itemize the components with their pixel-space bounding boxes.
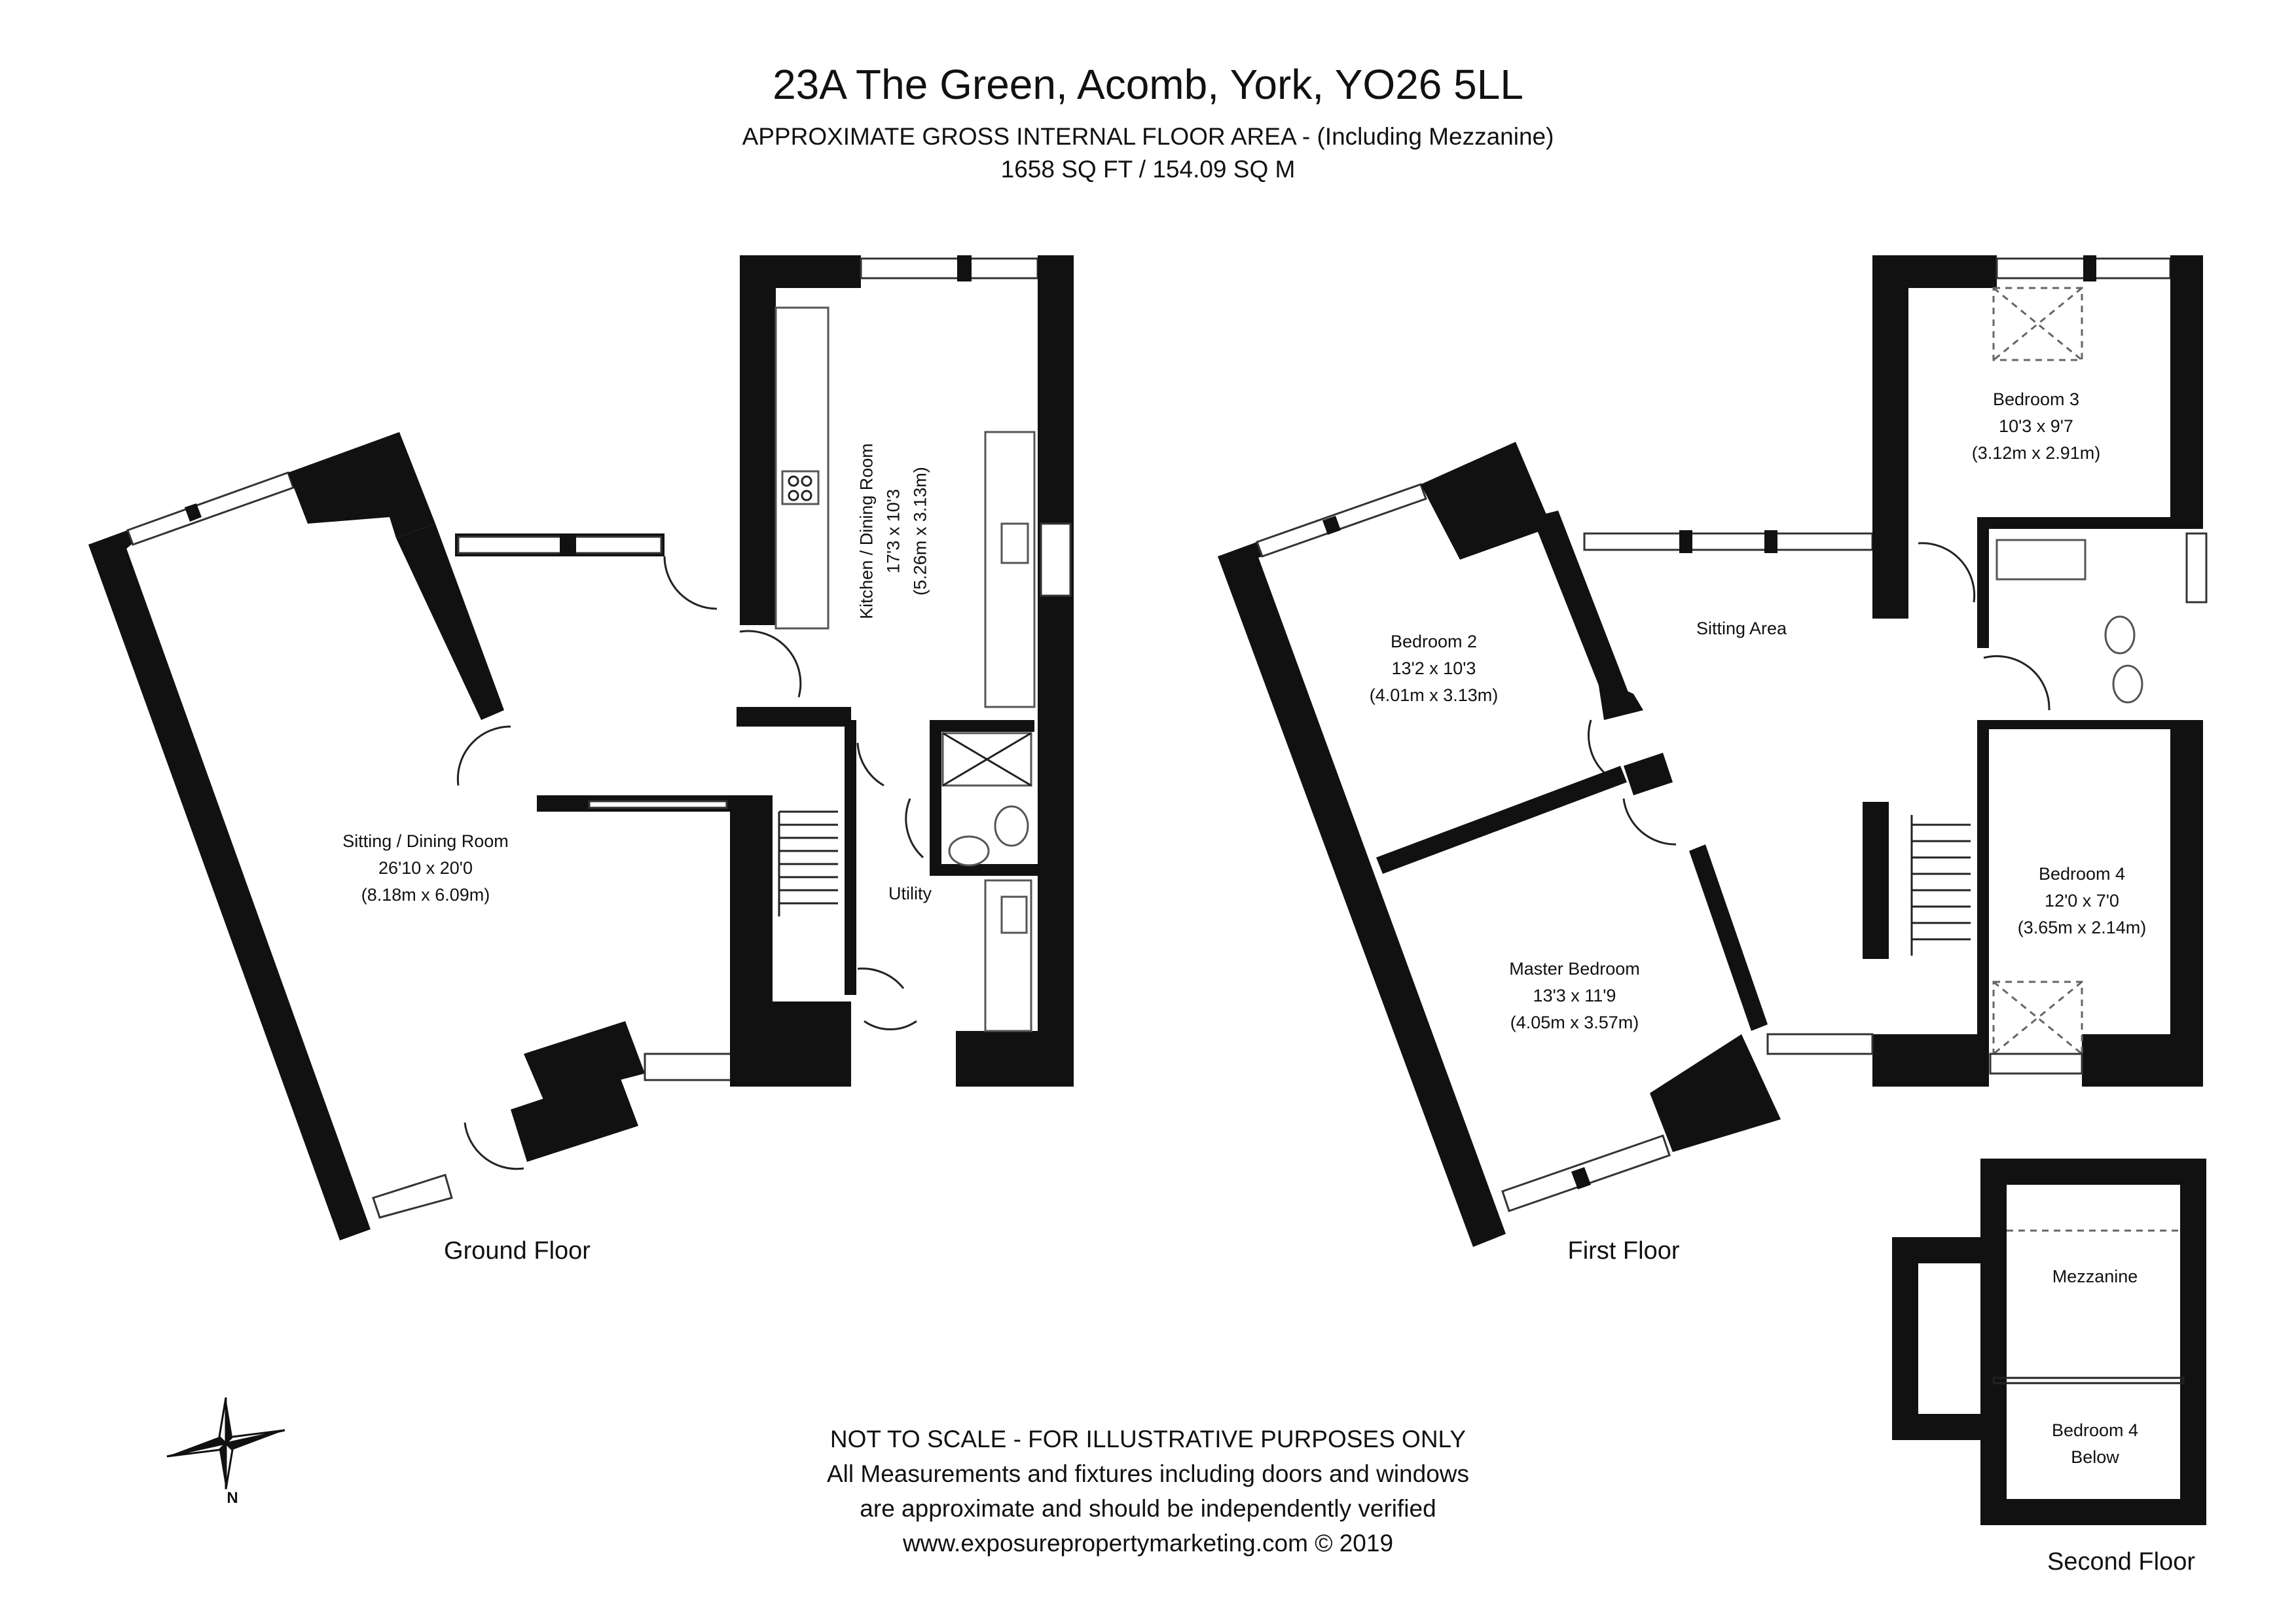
room-name: Bedroom 4	[2051, 1420, 2139, 1440]
room-size-metric: (4.01m x 3.13m)	[1369, 685, 1499, 705]
page-title: 23A The Green, Acomb, York, YO26 5LL	[773, 61, 1523, 108]
disclaimer-line-3: are approximate and should be independen…	[860, 1495, 1436, 1522]
room-name: Bedroom 2	[1390, 632, 1478, 651]
first-stairs	[1910, 815, 1971, 956]
room-bedroom-4: Bedroom 4 12'0 x 7'0 (3.65m x 2.14m)	[1997, 861, 2167, 941]
room-name: Kitchen / Dining Room	[856, 443, 877, 619]
room-master-bedroom: Master Bedroom 13'3 x 11'9 (4.05m x 3.57…	[1486, 956, 1663, 1036]
room-size-metric: (8.18m x 6.09m)	[361, 885, 490, 905]
floor-area-heading: APPROXIMATE GROSS INTERNAL FLOOR AREA - …	[742, 123, 1554, 150]
room-bedroom-4-below: Bedroom 4 Below	[2020, 1417, 2170, 1471]
room-size-metric: (3.65m x 2.14m)	[2017, 918, 2147, 937]
first-floor-plan	[1218, 255, 2208, 1247]
ground-top-wall-right	[288, 432, 435, 538]
ground-stairs	[778, 810, 838, 916]
room-kitchen-dining: Kitchen / Dining Room 17'3 x 10'3 (5.26m…	[854, 420, 934, 643]
ground-floor-label: Ground Floor	[444, 1237, 591, 1265]
first-floor-label: First Floor	[1567, 1237, 1680, 1265]
room-size-metric: (3.12m x 2.91m)	[1971, 443, 2101, 463]
room-size-metric: (5.26m x 3.13m)	[910, 467, 930, 596]
second-floor-plan	[1892, 1159, 2206, 1525]
second-floor-label: Second Floor	[2047, 1548, 2195, 1576]
room-size-imperial: 12'0 x 7'0	[2045, 891, 2119, 911]
room-name: Bedroom 3	[1992, 389, 2080, 409]
room-bedroom-2: Bedroom 2 13'2 x 10'3 (4.01m x 3.13m)	[1349, 628, 1519, 709]
disclaimer-line-4: www.exposurepropertymarketing.com © 2019	[902, 1530, 1394, 1557]
room-bedroom-3: Bedroom 3 10'3 x 9'7 (3.12m x 2.91m)	[1951, 386, 2121, 467]
room-mezzanine: Mezzanine	[2020, 1263, 2170, 1290]
disclaimer-line-1: NOT TO SCALE - FOR ILLUSTRATIVE PURPOSES…	[829, 1426, 1467, 1453]
room-name: Sitting Area	[1696, 619, 1787, 638]
room-size-imperial: 13'2 x 10'3	[1391, 659, 1476, 678]
room-size-imperial: 13'3 x 11'9	[1533, 986, 1616, 1005]
disclaimer-line-2: All Measurements and fixtures including …	[826, 1460, 1469, 1487]
room-name: Bedroom 4	[2038, 864, 2126, 884]
ground-left-wall	[88, 533, 371, 1240]
room-sitting-dining: Sitting / Dining Room 26'10 x 20'0 (8.18…	[314, 828, 537, 909]
ground-top-wall-left	[88, 530, 133, 553]
room-sitting-area: Sitting Area	[1676, 615, 1807, 642]
compass-north-letter: N	[227, 1489, 238, 1507]
room-note: Below	[2071, 1447, 2119, 1467]
disclaimer: NOT TO SCALE - FOR ILLUSTRATIVE PURPOSES…	[0, 1422, 2296, 1561]
room-size-imperial: 10'3 x 9'7	[1999, 416, 2073, 436]
room-name: Utility	[888, 884, 932, 903]
ground-floor-plan	[88, 255, 1074, 1240]
floor-area-value: 1658 SQ FT / 154.09 SQ M	[1000, 156, 1296, 183]
room-size-imperial: 26'10 x 20'0	[378, 858, 473, 878]
compass-rose	[166, 1397, 285, 1490]
room-size-metric: (4.05m x 3.57m)	[1510, 1013, 1639, 1032]
room-size-imperial: 17'3 x 10'3	[883, 489, 903, 573]
room-name: Master Bedroom	[1509, 959, 1640, 979]
room-name: Sitting / Dining Room	[342, 831, 509, 851]
room-name: Mezzanine	[2052, 1267, 2138, 1286]
room-utility: Utility	[871, 880, 949, 907]
